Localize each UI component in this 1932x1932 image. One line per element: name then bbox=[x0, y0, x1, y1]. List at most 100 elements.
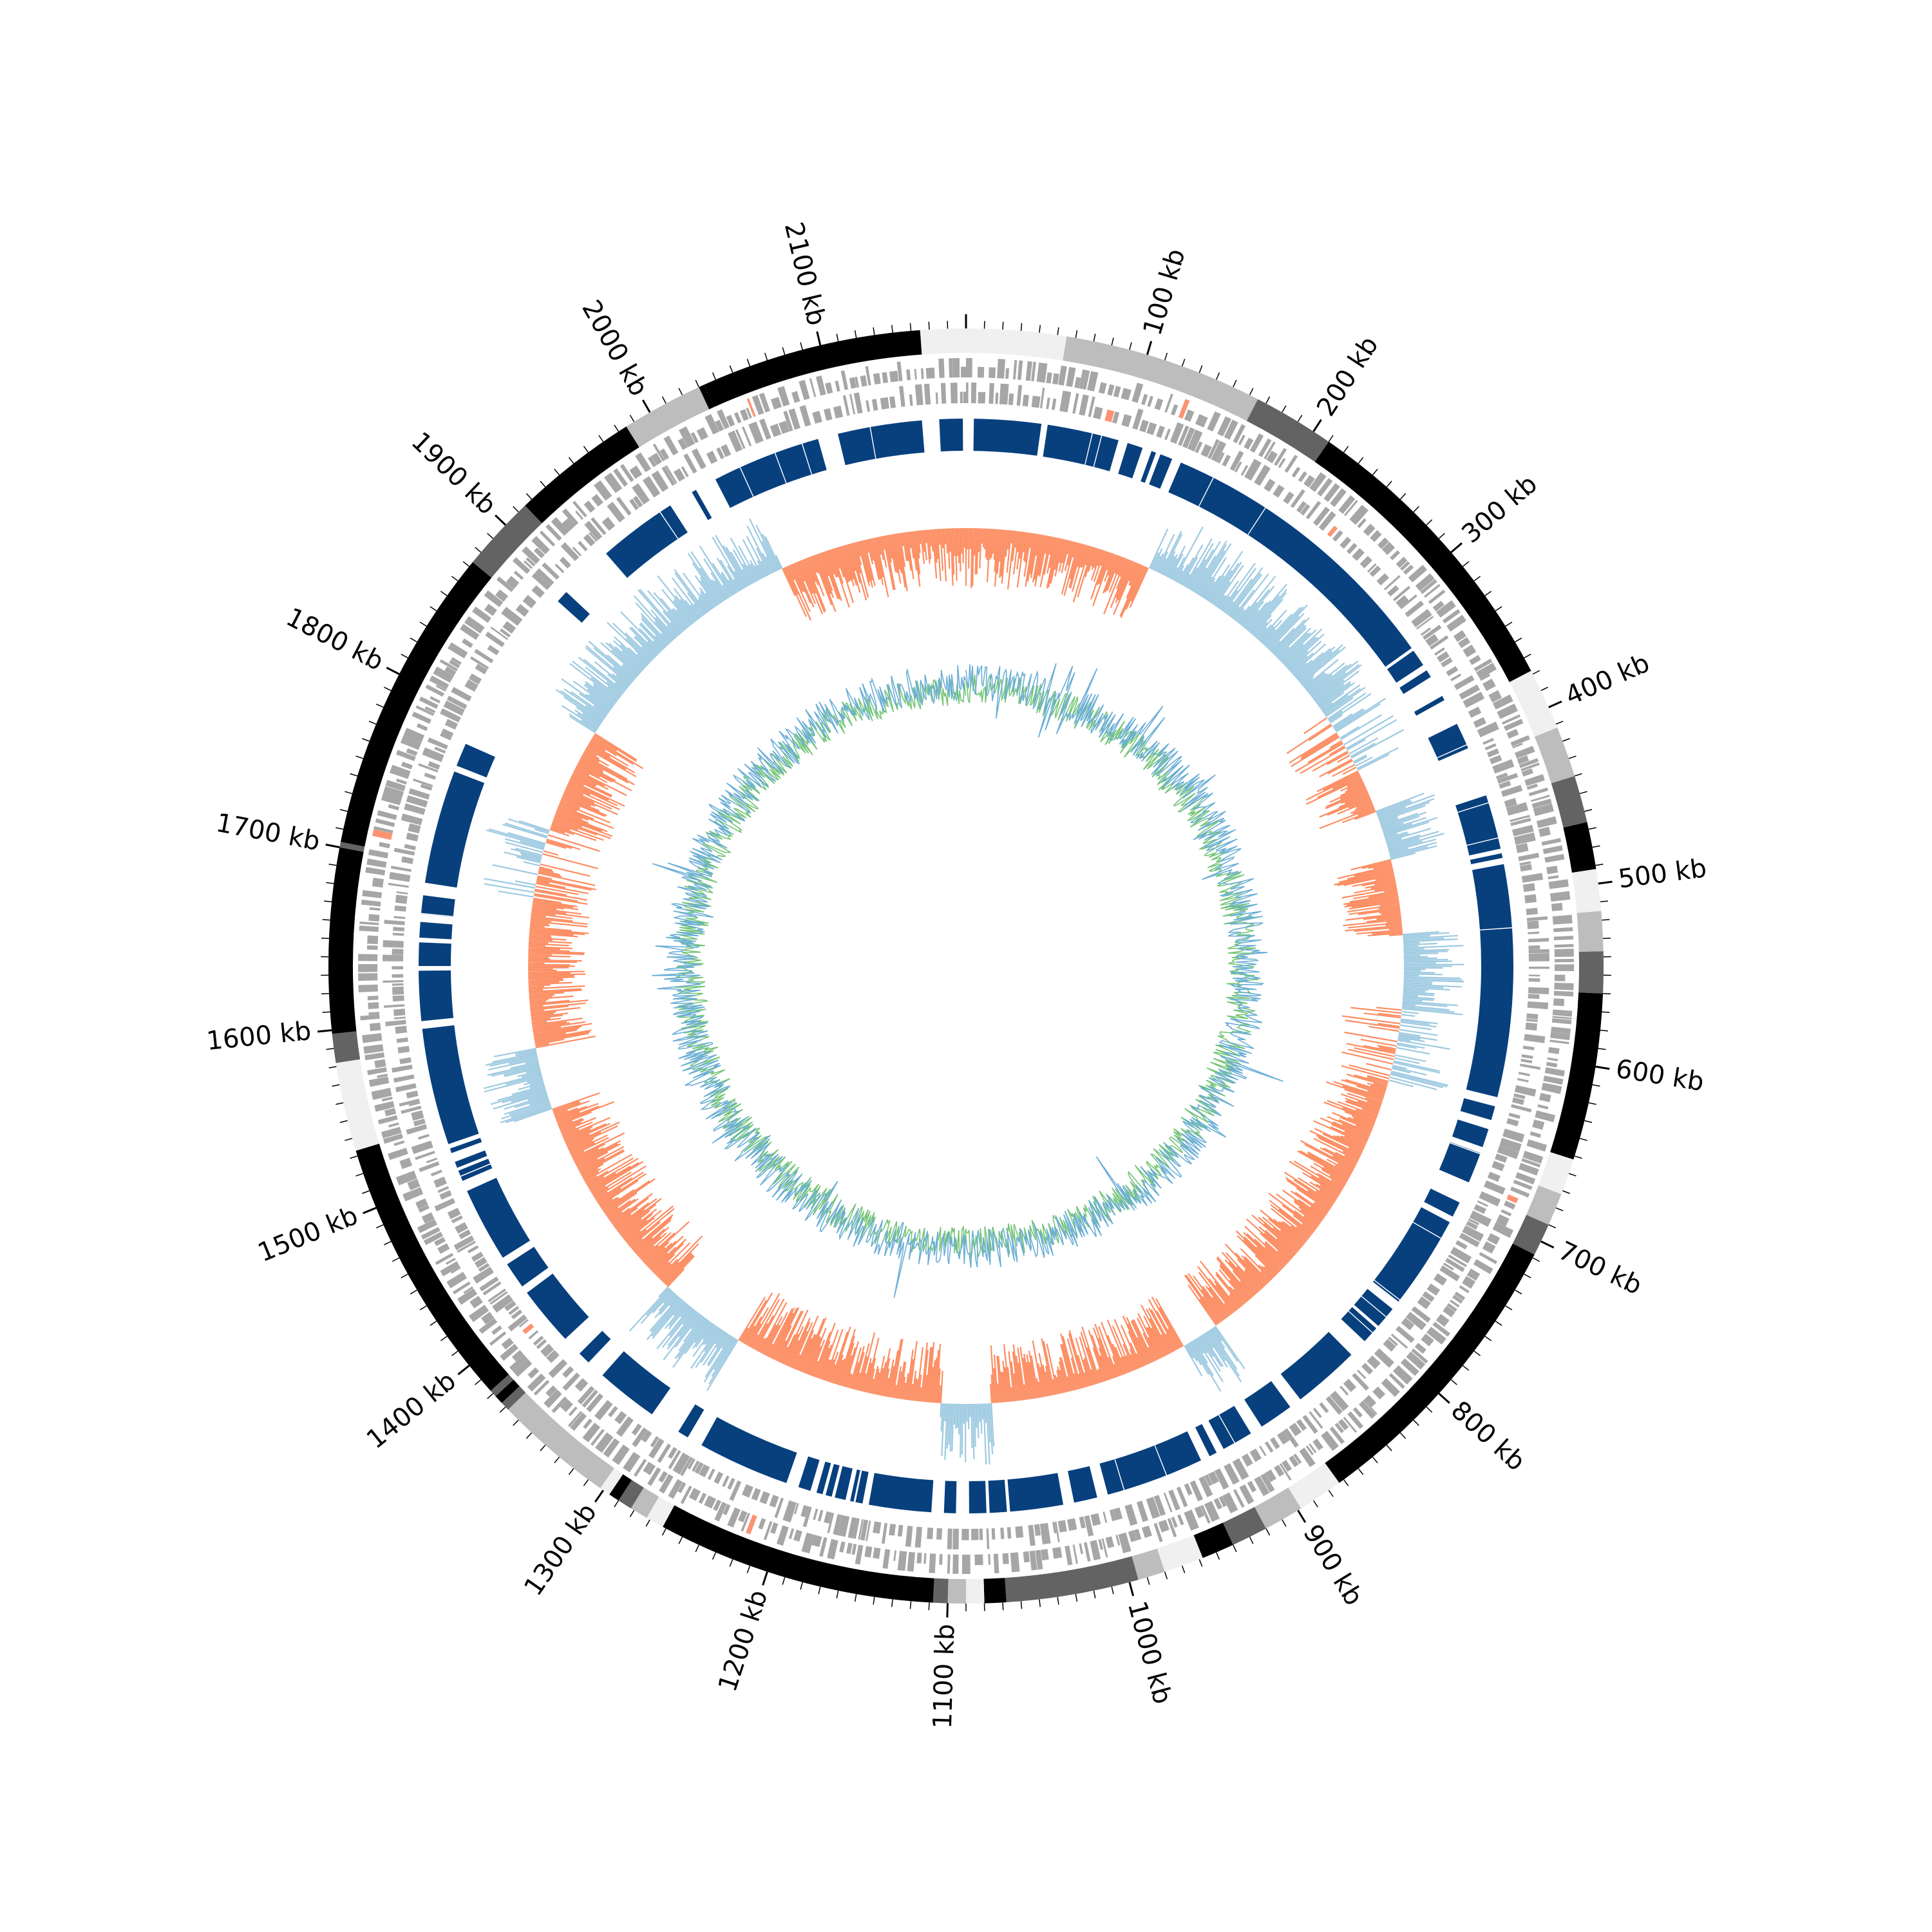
forward-gene bbox=[1329, 1426, 1345, 1444]
gc-skew-bar bbox=[1170, 567, 1179, 580]
forward-gene bbox=[1426, 1327, 1446, 1345]
gc-skew-bar bbox=[528, 973, 586, 976]
gc-skew-bar bbox=[1282, 1189, 1324, 1220]
gc-skew-bar bbox=[1243, 1259, 1268, 1285]
gc-skew-bar bbox=[1149, 1318, 1170, 1355]
gc-skew-bar bbox=[788, 1318, 811, 1367]
forward-gene bbox=[925, 367, 935, 379]
gc-skew-bar bbox=[1211, 1328, 1226, 1349]
gc-skew-bar bbox=[1218, 580, 1239, 609]
reverse-gene bbox=[469, 656, 489, 670]
homology-block bbox=[1452, 1119, 1489, 1148]
minor-tick bbox=[475, 547, 482, 553]
minor-tick bbox=[401, 1273, 408, 1278]
reverse-gene bbox=[393, 1009, 406, 1016]
minor-tick bbox=[384, 687, 392, 691]
gc-skew-bar bbox=[1379, 909, 1401, 914]
gc-skew-bar bbox=[1221, 1251, 1259, 1293]
gc-content-line-blue bbox=[652, 663, 1284, 1298]
forward-gene bbox=[593, 480, 612, 501]
gc-skew-bar bbox=[556, 1111, 581, 1122]
gc-skew-bar bbox=[810, 556, 817, 573]
gc-skew-bar bbox=[1285, 1177, 1332, 1209]
gc-skew-bar bbox=[1403, 931, 1439, 936]
gc-skew-bar bbox=[635, 602, 672, 643]
minor-tick bbox=[818, 1586, 821, 1595]
gc-skew-bar bbox=[694, 575, 717, 607]
gc-skew-bar bbox=[1150, 1309, 1175, 1352]
minor-tick bbox=[1181, 359, 1186, 366]
gc-skew-bar bbox=[852, 1346, 865, 1390]
gc-skew-bar bbox=[651, 1299, 684, 1337]
gc-skew-bar bbox=[1310, 1165, 1345, 1187]
reverse-gene bbox=[1224, 1463, 1240, 1485]
reverse-gene bbox=[1528, 949, 1549, 954]
minor-tick bbox=[746, 1566, 751, 1573]
gc-skew-bar bbox=[613, 666, 633, 683]
reverse-gene bbox=[473, 1266, 494, 1284]
gc-skew-bar bbox=[557, 807, 589, 821]
gc-skew-bar bbox=[828, 1364, 837, 1383]
gc-skew-bar bbox=[1351, 1115, 1375, 1126]
forward-gene bbox=[1113, 386, 1121, 398]
reverse-gene bbox=[1520, 864, 1532, 872]
forward-gene bbox=[1289, 1455, 1299, 1468]
gc-skew-bar bbox=[590, 1162, 639, 1193]
gc-skew-bar bbox=[1262, 629, 1276, 645]
minor-tick bbox=[695, 1544, 699, 1553]
forward-gene bbox=[1390, 550, 1401, 560]
gc-skew-bar bbox=[529, 1005, 544, 1008]
forward-gene bbox=[914, 368, 917, 380]
gc-skew-bar bbox=[650, 1246, 676, 1271]
gc-skew-bar bbox=[939, 529, 943, 571]
gc-skew-bar bbox=[893, 534, 900, 570]
forward-gene bbox=[1046, 372, 1052, 384]
gc-skew-bar bbox=[554, 1107, 578, 1117]
reverse-gene bbox=[1259, 1445, 1267, 1457]
forward-gene bbox=[658, 1471, 668, 1483]
forward-gene bbox=[533, 1379, 550, 1396]
gc-skew-bar bbox=[1206, 1331, 1226, 1361]
reverse-gene bbox=[1072, 393, 1079, 414]
gc-skew-bar bbox=[1329, 714, 1343, 724]
minor-tick bbox=[909, 323, 912, 331]
gc-skew-bar bbox=[630, 1238, 643, 1249]
gc-skew-bar bbox=[655, 616, 676, 639]
homology-block bbox=[558, 592, 590, 623]
gc-skew-bar bbox=[858, 1356, 868, 1391]
forward-gene bbox=[1041, 1549, 1049, 1560]
gc-skew-bar bbox=[1023, 532, 1029, 561]
forward-gene bbox=[1550, 891, 1571, 902]
gc-skew-bar bbox=[1154, 553, 1164, 572]
gc-skew-bar bbox=[771, 1307, 798, 1359]
gc-skew-bar bbox=[761, 560, 770, 576]
forward-gene bbox=[595, 1432, 614, 1453]
gc-skew-bar bbox=[1199, 1336, 1214, 1358]
reverse-gene bbox=[607, 1406, 618, 1417]
gc-skew-bar bbox=[1314, 1202, 1329, 1213]
gc-skew-bar bbox=[916, 1347, 923, 1401]
gc-skew-bar bbox=[863, 540, 876, 586]
gc-skew-bar bbox=[824, 551, 842, 601]
forward-gene bbox=[358, 973, 378, 981]
gc-skew-bar bbox=[1402, 1005, 1450, 1011]
gc-skew-bar bbox=[1403, 991, 1435, 995]
gc-skew-bar bbox=[1166, 558, 1178, 578]
forward-gene bbox=[1476, 662, 1497, 679]
forward-gene bbox=[445, 1258, 456, 1265]
forward-gene bbox=[855, 1544, 864, 1565]
gc-skew-bar bbox=[1244, 1269, 1264, 1289]
reverse-gene bbox=[490, 627, 509, 640]
gc-skew-bar bbox=[1367, 932, 1403, 936]
gc-skew-bar bbox=[1302, 1171, 1340, 1196]
gc-skew-bar bbox=[748, 518, 776, 573]
reverse-gene bbox=[471, 1251, 484, 1262]
forward-gene bbox=[952, 1554, 959, 1574]
forward-gene bbox=[381, 793, 402, 806]
gc-skew-bar bbox=[1198, 543, 1232, 596]
gc-skew-bar bbox=[1403, 979, 1464, 983]
gc-skew-bar bbox=[663, 1312, 700, 1361]
gc-skew-bar bbox=[497, 1086, 545, 1101]
reverse-gene bbox=[1234, 461, 1242, 473]
gc-skew-bar bbox=[872, 1368, 880, 1394]
